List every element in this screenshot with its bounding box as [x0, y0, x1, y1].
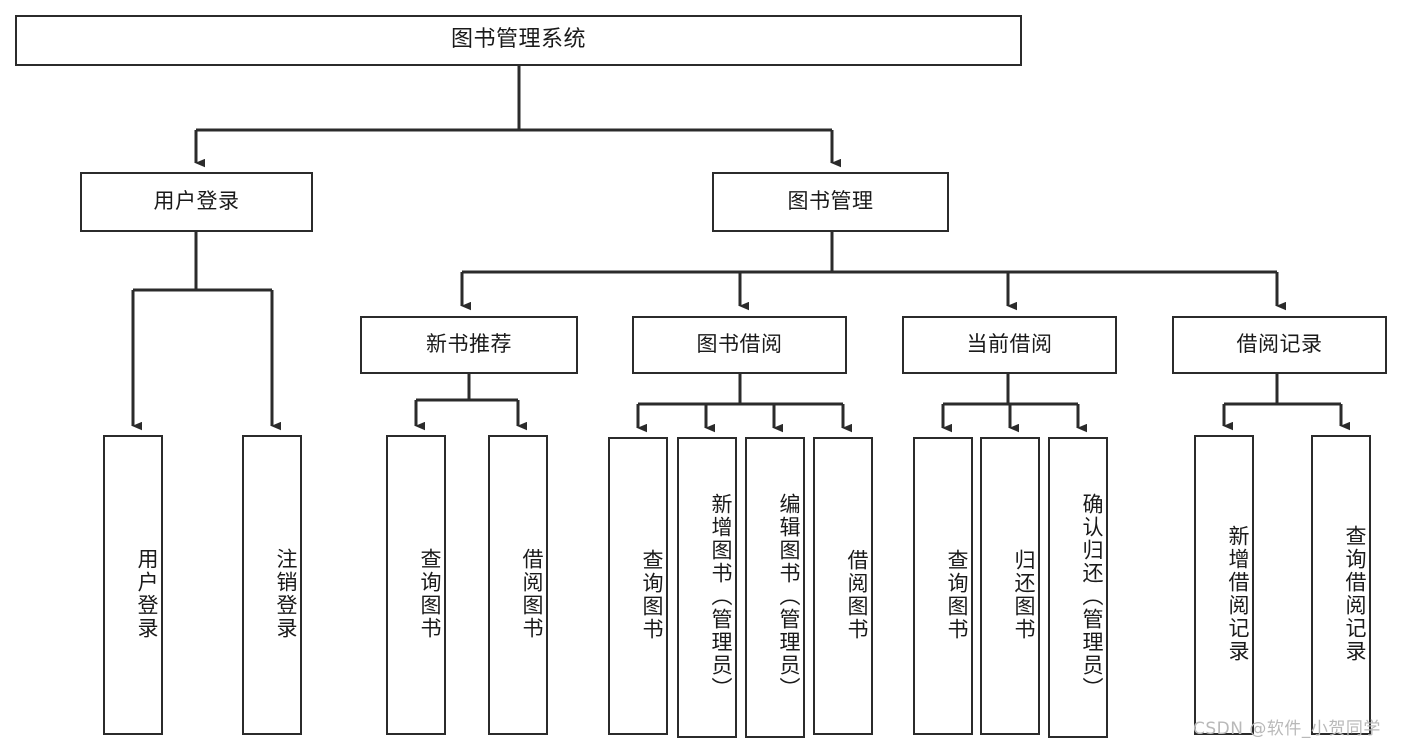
node-book-borrow[interactable]: 图书借阅: [632, 316, 847, 374]
node-label: 编辑图书（管理员）: [777, 493, 801, 700]
node-label: 确认归还（管理员）: [1080, 493, 1104, 700]
node-leaf-logout-login[interactable]: 注销登录: [242, 435, 302, 735]
node-leaf-borrow-book-1[interactable]: 借阅图书: [488, 435, 548, 735]
node-label: 归还图书: [1012, 549, 1036, 641]
node-label: 注销登录: [274, 548, 298, 640]
node-label: 借阅记录: [1236, 332, 1323, 357]
node-leaf-query-book-2[interactable]: 查询图书: [608, 437, 668, 735]
node-label: 用户登录: [135, 548, 159, 640]
node-label: 查询图书: [945, 549, 969, 641]
node-leaf-edit-book[interactable]: 编辑图书（管理员）: [745, 437, 805, 738]
node-leaf-query-record[interactable]: 查询借阅记录: [1311, 435, 1371, 735]
node-borrow-record[interactable]: 借阅记录: [1172, 316, 1387, 374]
node-label: 查询图书: [418, 548, 442, 640]
node-label: 借阅图书: [845, 549, 869, 641]
node-label: 图书管理系统: [450, 27, 586, 53]
node-leaf-add-record[interactable]: 新增借阅记录: [1194, 435, 1254, 735]
node-label: 新书推荐: [426, 332, 512, 357]
node-new-book-recommend[interactable]: 新书推荐: [360, 316, 578, 374]
node-current-borrow[interactable]: 当前借阅: [902, 316, 1117, 374]
node-label: 查询图书: [640, 549, 664, 641]
node-label: 查询借阅记录: [1343, 525, 1367, 663]
node-label: 新增借阅记录: [1226, 525, 1250, 663]
csdn-watermark: CSDN @软件_小贺同学: [1193, 719, 1381, 739]
node-label: 当前借阅: [966, 332, 1053, 357]
node-label: 借阅图书: [520, 548, 544, 640]
node-leaf-user-login[interactable]: 用户登录: [103, 435, 163, 735]
node-label: 新增图书（管理员）: [709, 493, 733, 700]
node-leaf-add-book[interactable]: 新增图书（管理员）: [677, 437, 737, 738]
node-label: 图书管理: [787, 189, 874, 214]
node-leaf-query-book-1[interactable]: 查询图书: [386, 435, 446, 735]
node-leaf-query-book-3[interactable]: 查询图书: [913, 437, 973, 735]
node-label: 用户登录: [153, 189, 240, 214]
node-root-system[interactable]: 图书管理系统: [15, 15, 1022, 66]
node-leaf-borrow-book-2[interactable]: 借阅图书: [813, 437, 873, 735]
node-leaf-confirm-return[interactable]: 确认归还（管理员）: [1048, 437, 1108, 738]
node-user-login[interactable]: 用户登录: [80, 172, 313, 232]
node-label: 图书借阅: [696, 332, 783, 357]
node-book-management[interactable]: 图书管理: [712, 172, 949, 232]
node-leaf-return-book[interactable]: 归还图书: [980, 437, 1040, 735]
